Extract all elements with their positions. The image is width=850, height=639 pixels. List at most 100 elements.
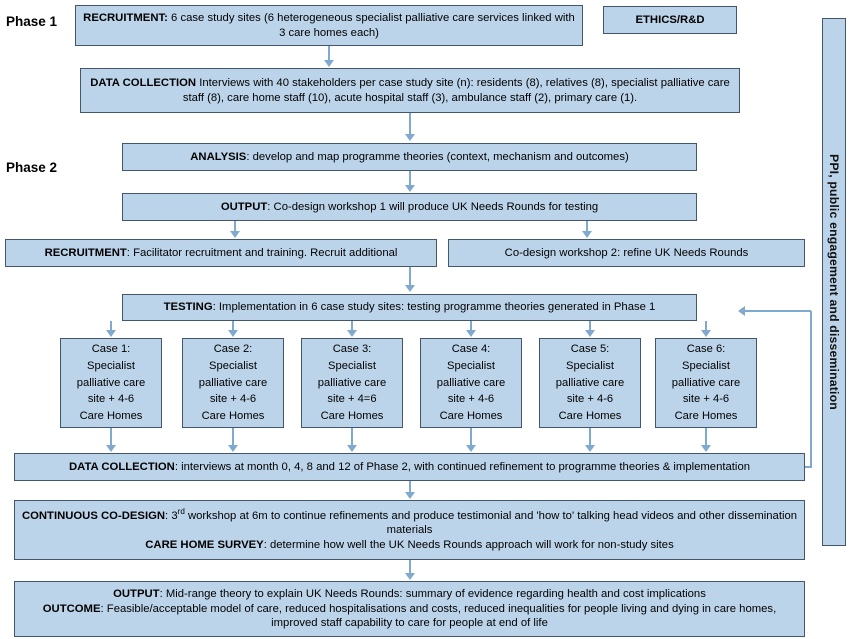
- case-6-line-2: Specialist: [682, 359, 730, 372]
- care-home-survey-bold: CARE HOME SURVEY: [145, 539, 264, 552]
- box-testing: TESTING: Implementation in 6 case study …: [122, 294, 697, 321]
- ppi-vertical-bar: PPI, public engagement and dissemination: [822, 18, 846, 546]
- case-5-line-2: Specialist: [566, 359, 614, 372]
- case-5-line-5: Care Homes: [558, 410, 622, 423]
- arrowhead-output-to-recruitment: [230, 231, 240, 238]
- connector-output-to-recruitment-stub: [234, 221, 236, 232]
- ppi-vertical-bar-label: PPI, public engagement and dissemination: [827, 154, 841, 410]
- connector-recruitment-to-datacollection: [328, 46, 330, 61]
- box-recruitment-facilitator: RECRUITMENT: Facilitator recruitment and…: [5, 239, 437, 267]
- case-2-line-2: Specialist: [209, 359, 257, 372]
- phase-1-label: Phase 1: [6, 14, 58, 29]
- arrowhead-to-testing: [405, 285, 415, 292]
- case-1-line-2: Specialist: [87, 359, 135, 372]
- connector-case-2-to-datacollection2: [232, 428, 234, 446]
- box-analysis-text: : develop and map programme theories (co…: [246, 150, 629, 163]
- output-line: OUTPUT: Mid-range theory to explain UK N…: [21, 587, 798, 602]
- arrowhead-testing-to-case-3: [347, 330, 357, 337]
- connector-testing-to-case-2: [232, 321, 234, 331]
- case-1-line-3: palliative care: [76, 376, 146, 389]
- connector-datacollection-to-analysis: [409, 113, 411, 135]
- case-3-line-1: Case 3:: [332, 343, 372, 355]
- feedback-loop-segment-vertical: [810, 311, 812, 467]
- case-3-line-5: Care Homes: [320, 410, 384, 423]
- box-recruitment-phase1-text: 6 case study sites (6 heterogeneous spec…: [167, 11, 575, 39]
- continuous-codesign-sup: rd: [177, 506, 185, 516]
- box-data-collection-phase2: DATA COLLECTION: interviews at month 0, …: [14, 453, 805, 481]
- box-testing-bold: TESTING: [163, 301, 213, 314]
- box-case-1: Case 1: Specialist palliative care site …: [60, 338, 162, 428]
- arrowhead-continuous-to-output: [405, 573, 415, 580]
- arrowhead-case-2-to-datacollection2: [228, 445, 238, 452]
- case-1-line-5: Care Homes: [79, 410, 143, 423]
- arrowhead-datacollection2-to-continuous: [405, 492, 415, 499]
- arrowhead-case-3-to-datacollection2: [347, 445, 357, 452]
- box-case-5: Case 5: Specialist palliative care site …: [539, 338, 641, 428]
- output-text: : Mid-range theory to explain UK Needs R…: [159, 587, 706, 600]
- box-output-workshop1-bold: OUTPUT: [220, 200, 268, 213]
- case-4-line-5: Care Homes: [439, 410, 503, 423]
- box-output-workshop1: OUTPUT: Co-design workshop 1 will produc…: [122, 193, 697, 221]
- case-6-line-1: Case 6:: [686, 343, 726, 355]
- case-2-line-3: palliative care: [198, 376, 268, 389]
- box-testing-text: : Implementation in 6 case study sites: …: [212, 301, 656, 314]
- case-2-line-1: Case 2:: [213, 343, 253, 355]
- connector-case-4-to-datacollection2: [470, 428, 472, 446]
- connector-case-1-to-datacollection2: [110, 428, 112, 446]
- box-ethics-rd: ETHICS/R&D: [603, 6, 737, 34]
- box-case-2: Case 2: Specialist palliative care site …: [182, 338, 284, 428]
- case-5-line-3: palliative care: [555, 376, 625, 389]
- feedback-loop-segment-top: [745, 310, 811, 312]
- case-6-line-3: palliative care: [671, 376, 741, 389]
- connector-testing-to-case-6: [705, 321, 707, 331]
- connector-testing-to-case-1: [110, 321, 112, 331]
- connector-output-to-codesign2-stub: [586, 221, 588, 232]
- box-data-collection-phase2-text: : interviews at month 0, 4, 8 and 12 of …: [174, 460, 751, 473]
- box-codesign-workshop2-text: Co-design workshop 2: refine UK Needs Ro…: [504, 246, 749, 259]
- case-4-line-1: Case 4:: [451, 343, 491, 355]
- case-4-line-3: palliative care: [436, 376, 506, 389]
- arrowhead-output-to-codesign2: [582, 231, 592, 238]
- arrowhead-testing-to-case-2: [228, 330, 238, 337]
- outcome-bold: OUTCOME: [42, 602, 101, 615]
- continuous-codesign-text-a: : 3: [165, 509, 178, 522]
- arrowhead-recruitment-to-datacollection: [324, 60, 334, 67]
- case-2-line-5: Care Homes: [201, 410, 265, 423]
- outcome-line: OUTCOME: Feasible/acceptable model of ca…: [21, 602, 798, 632]
- connector-testing-to-case-3: [351, 321, 353, 331]
- connector-analysis-to-output: [409, 171, 411, 186]
- case-4-line-2: Specialist: [447, 359, 495, 372]
- case-2-line-4: site + 4-6: [209, 393, 257, 406]
- connector-continuous-to-output: [409, 560, 411, 574]
- arrowhead-datacollection-to-analysis: [405, 134, 415, 141]
- case-1-line-1: Case 1:: [91, 343, 131, 355]
- arrowhead-feedback-loop-to-testing: [738, 306, 745, 316]
- case-3-line-3: palliative care: [317, 376, 387, 389]
- box-recruitment-facilitator-bold: RECRUITMENT: [44, 246, 127, 259]
- box-output-workshop1-text: : Co-design workshop 1 will produce UK N…: [267, 200, 599, 213]
- box-case-3: Case 3: Specialist palliative care site …: [301, 338, 403, 428]
- arrowhead-testing-to-case-5: [585, 330, 595, 337]
- box-case-6: Case 6: Specialist palliative care site …: [655, 338, 757, 428]
- box-data-collection-phase1-bold: DATA COLLECTION: [90, 76, 197, 89]
- continuous-codesign-text-b: workshop at 6m to continue refinements a…: [184, 509, 798, 537]
- output-bold: OUTPUT: [113, 587, 160, 600]
- arrowhead-case-5-to-datacollection2: [585, 445, 595, 452]
- case-3-line-2: Specialist: [328, 359, 376, 372]
- case-1-line-4: site + 4-6: [87, 393, 135, 406]
- box-analysis-bold: ANALYSIS: [190, 150, 247, 163]
- arrowhead-case-1-to-datacollection2: [106, 445, 116, 452]
- arrowhead-analysis-to-output: [405, 185, 415, 192]
- continuous-codesign-bold: CONTINUOUS CO-DESIGN: [21, 509, 166, 522]
- arrowhead-testing-to-case-6: [701, 330, 711, 337]
- outcome-text: : Feasible/acceptable model of care, red…: [100, 602, 777, 630]
- box-recruitment-facilitator-text: : Facilitator recruitment and training. …: [126, 246, 398, 259]
- phase-2-label: Phase 2: [6, 160, 58, 175]
- care-home-survey-text: : determine how well the UK Needs Rounds…: [263, 539, 674, 552]
- arrowhead-testing-to-case-1: [106, 330, 116, 337]
- box-data-collection-phase1: DATA COLLECTION Interviews with 40 stake…: [80, 68, 740, 113]
- case-6-line-4: site + 4-6: [682, 393, 730, 406]
- feedback-loop-segment-bottom: [805, 466, 812, 468]
- connector-case-6-to-datacollection2: [705, 428, 707, 446]
- connector-case-3-to-datacollection2: [351, 428, 353, 446]
